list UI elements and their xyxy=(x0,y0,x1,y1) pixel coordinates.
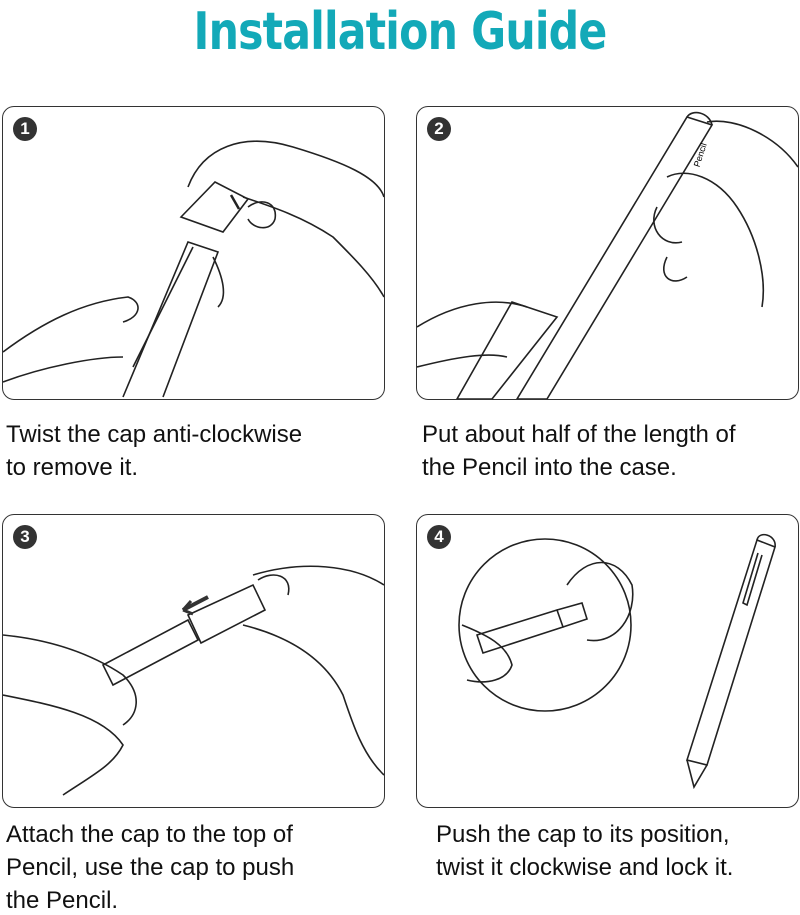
caption-line: Pencil, use the cap to push xyxy=(6,854,295,881)
page-title: Installation Guide xyxy=(193,2,608,62)
step-4-illustration: 4 xyxy=(416,514,799,808)
step-4-caption: Push the cap to its position, twist it c… xyxy=(436,818,733,884)
step-number-badge: 2 xyxy=(427,117,451,141)
lock-cap-illustration xyxy=(458,533,776,790)
step-1-illustration: 1 xyxy=(2,106,385,400)
step-number-badge: 4 xyxy=(427,525,451,549)
caption-line: to remove it. xyxy=(6,454,139,481)
caption-line: Push the cap to its position, xyxy=(436,821,730,848)
step-3-caption: Attach the cap to the top of Pencil, use… xyxy=(6,818,294,915)
hands-twisting-cap-illustration xyxy=(3,140,384,398)
step-2-caption: Put about half of the length of the Penc… xyxy=(422,418,736,484)
step-3-illustration: 3 xyxy=(2,514,385,808)
caption-line: the Pencil. xyxy=(6,887,119,914)
caption-line: Put about half of the length of xyxy=(422,421,736,448)
step-1-caption: Twist the cap anti-clockwise to remove i… xyxy=(6,418,302,484)
step-number-badge: 1 xyxy=(13,117,37,141)
step-number-badge: 3 xyxy=(13,525,37,549)
caption-line: Attach the cap to the top of xyxy=(6,821,293,848)
caption-line: the Pencil into the case. xyxy=(422,454,677,481)
attach-cap-illustration xyxy=(3,565,384,796)
pencil-into-case-illustration xyxy=(417,111,798,399)
step-2-illustration: 2 xyxy=(416,106,799,400)
caption-line: twist it clockwise and lock it. xyxy=(436,854,734,881)
caption-line: Twist the cap anti-clockwise xyxy=(6,421,303,448)
